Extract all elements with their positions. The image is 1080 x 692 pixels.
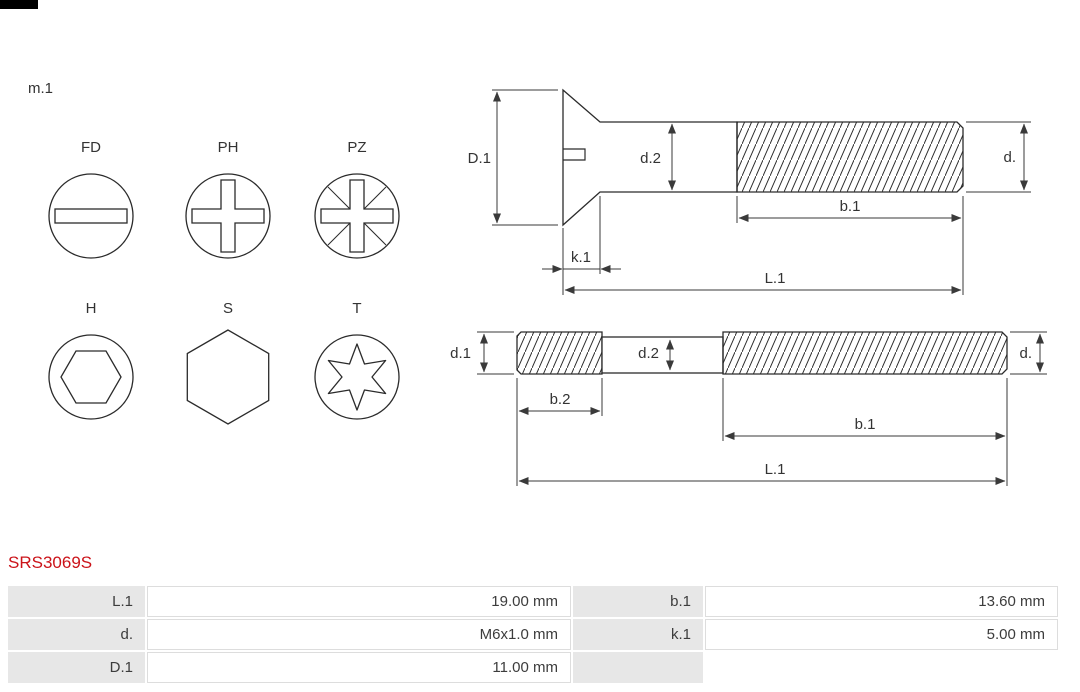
- screw-head-slot: [563, 148, 586, 161]
- dim-label-L1: L.1: [765, 270, 786, 287]
- hex-socket-hexagon: [60, 350, 122, 404]
- stud-thread-left: [516, 331, 603, 375]
- screw-thread: [736, 121, 964, 193]
- logo-fragment: [0, 0, 38, 9]
- dim-label-d2: d.2: [638, 345, 659, 362]
- head-type-fd-label: FD: [81, 139, 101, 156]
- stud-plain-middle: [601, 336, 724, 374]
- head-type-t: T: [314, 300, 400, 420]
- dim-label-b2: b.2: [550, 391, 571, 408]
- pz-cross: [320, 179, 394, 253]
- countersunk-screw-view: D.1 d.2 d. b.1 k.1 L.1: [468, 88, 1031, 295]
- spec-value: 19.00 mm: [147, 586, 571, 617]
- head-type-h: H: [48, 300, 134, 420]
- dim-label-b1: b.1: [855, 416, 876, 433]
- variant-label: m.1: [28, 80, 53, 97]
- head-type-fd: FD: [48, 139, 134, 259]
- spec-value: 13.60 mm: [705, 586, 1058, 617]
- dim-label-D1: D.1: [468, 150, 491, 167]
- head-type-h-label: H: [86, 300, 97, 317]
- torx-star: [327, 343, 387, 411]
- dim-label-d2: d.2: [640, 150, 661, 167]
- spec-value-empty: [705, 652, 1058, 683]
- spec-label: k.1: [573, 619, 703, 650]
- spec-label-empty: [573, 652, 703, 683]
- dim-label-L1: L.1: [765, 461, 786, 478]
- spec-label: d.: [8, 619, 145, 650]
- technical-drawing: m.1 FD PH PZ H S T: [28, 80, 1047, 486]
- part-number: SRS3069S: [8, 553, 93, 572]
- spec-value: M6x1.0 mm: [147, 619, 571, 650]
- head-type-ph: PH: [185, 139, 271, 259]
- head-type-t-label: T: [352, 300, 361, 317]
- head-type-s: S: [186, 300, 270, 425]
- head-type-pz: PZ: [314, 139, 400, 259]
- dim-label-d: d.: [1003, 149, 1016, 166]
- stud-thread-right: [722, 331, 1008, 375]
- fd-slot: [54, 208, 128, 224]
- dim-label-d: d.: [1019, 345, 1032, 362]
- spec-value: 11.00 mm: [147, 652, 571, 683]
- head-type-s-label: S: [223, 300, 233, 317]
- dim-label-k1: k.1: [571, 249, 591, 266]
- spec-label: b.1: [573, 586, 703, 617]
- head-type-ph-label: PH: [218, 139, 239, 156]
- spec-label: D.1: [8, 652, 145, 683]
- spec-label: L.1: [8, 586, 145, 617]
- dim-label-d1: d.1: [450, 345, 471, 362]
- dim-label-b1: b.1: [840, 198, 861, 215]
- head-type-pz-label: PZ: [347, 139, 366, 156]
- hex-external-icon: [186, 329, 270, 425]
- ph-cross: [191, 179, 265, 253]
- spec-value: 5.00 mm: [705, 619, 1058, 650]
- stud-view: d.1 d.2 d. b.2 b.1 L.1: [450, 331, 1047, 486]
- spec-table: L.1 19.00 mm b.1 13.60 mm d. M6x1.0 mm k…: [8, 586, 1058, 683]
